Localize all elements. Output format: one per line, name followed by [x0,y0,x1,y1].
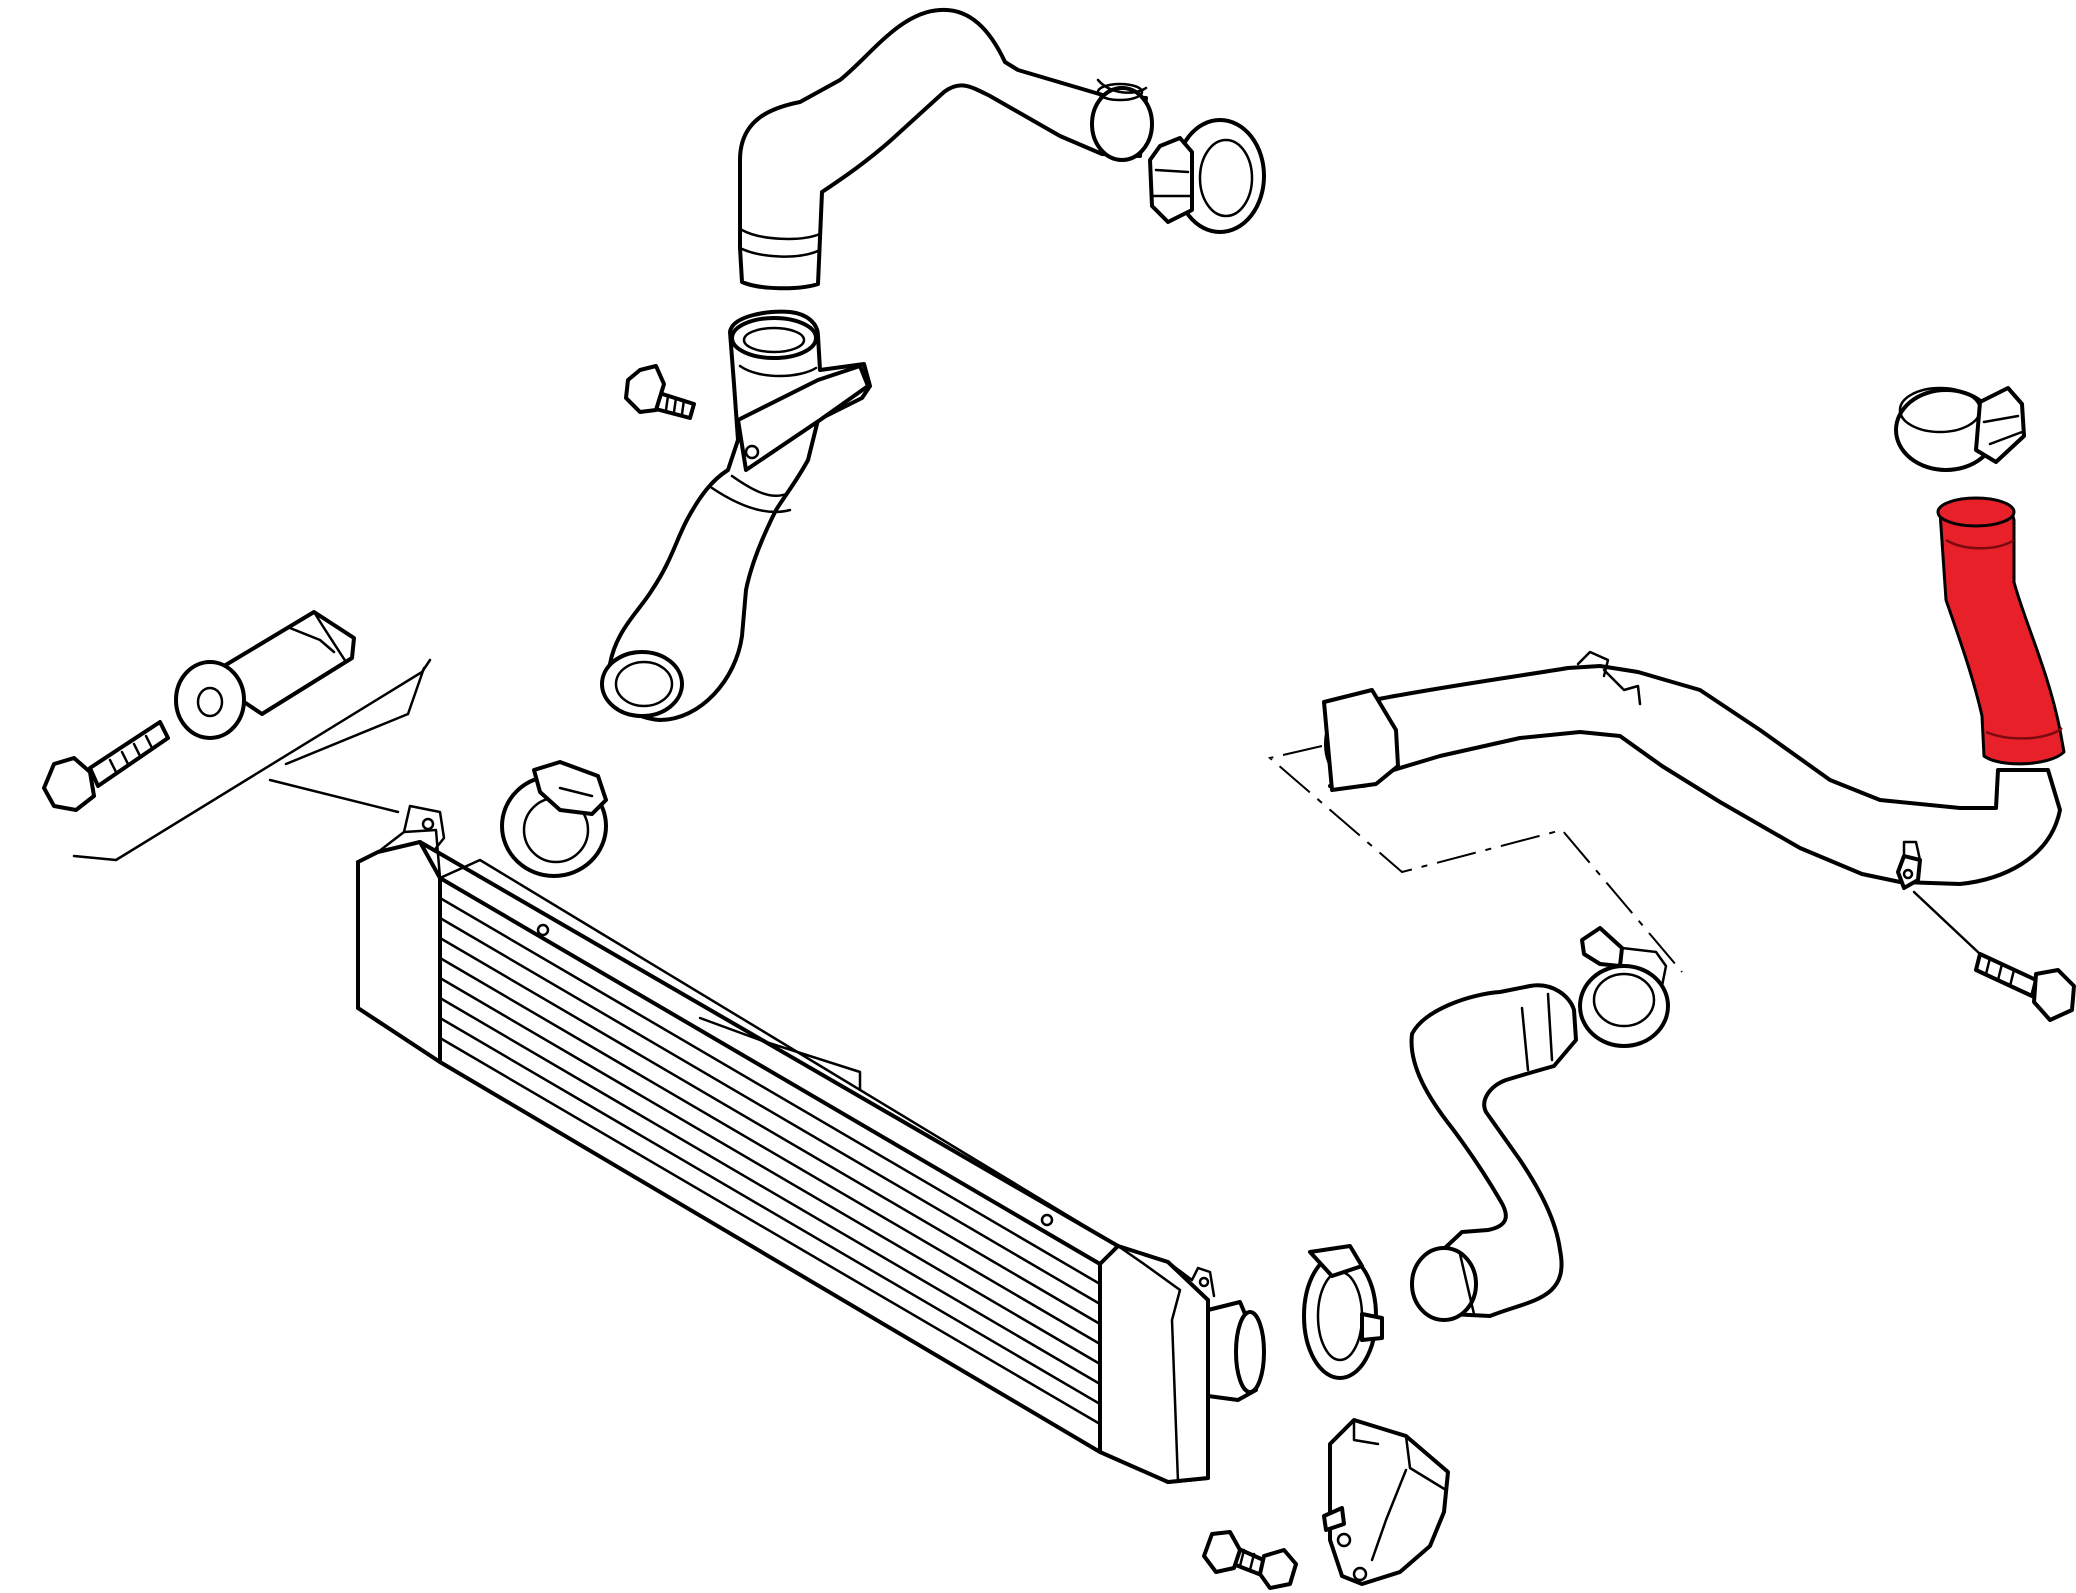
rubber-mount-sleeve [174,610,356,740]
right-clamp-top [1894,386,2026,472]
lower-bracket [1322,1418,1450,1586]
intercooler [356,804,1266,1484]
bracket-bolt-left [624,364,696,420]
mount-bolt-left [42,720,170,812]
lower-bracket-bolt [1202,1530,1298,1590]
hose-clamp-left-mid [500,760,608,878]
hose-clamp-top [1148,118,1266,234]
highlighted-hose [1936,496,2066,766]
hose-clamp-lower [1302,1244,1384,1380]
pipe-bracket-bolt-right [1912,890,2076,1022]
inlet-pipe-with-bracket [600,309,872,722]
hose-clamp-right-mid [1578,926,1670,1048]
leader-lines-left [72,658,432,862]
dashed-leader-line [1267,745,1683,973]
long-outlet-pipe [1322,650,2062,890]
lower-s-hose [1409,983,1578,1322]
upper-left-hose [738,7,1154,291]
